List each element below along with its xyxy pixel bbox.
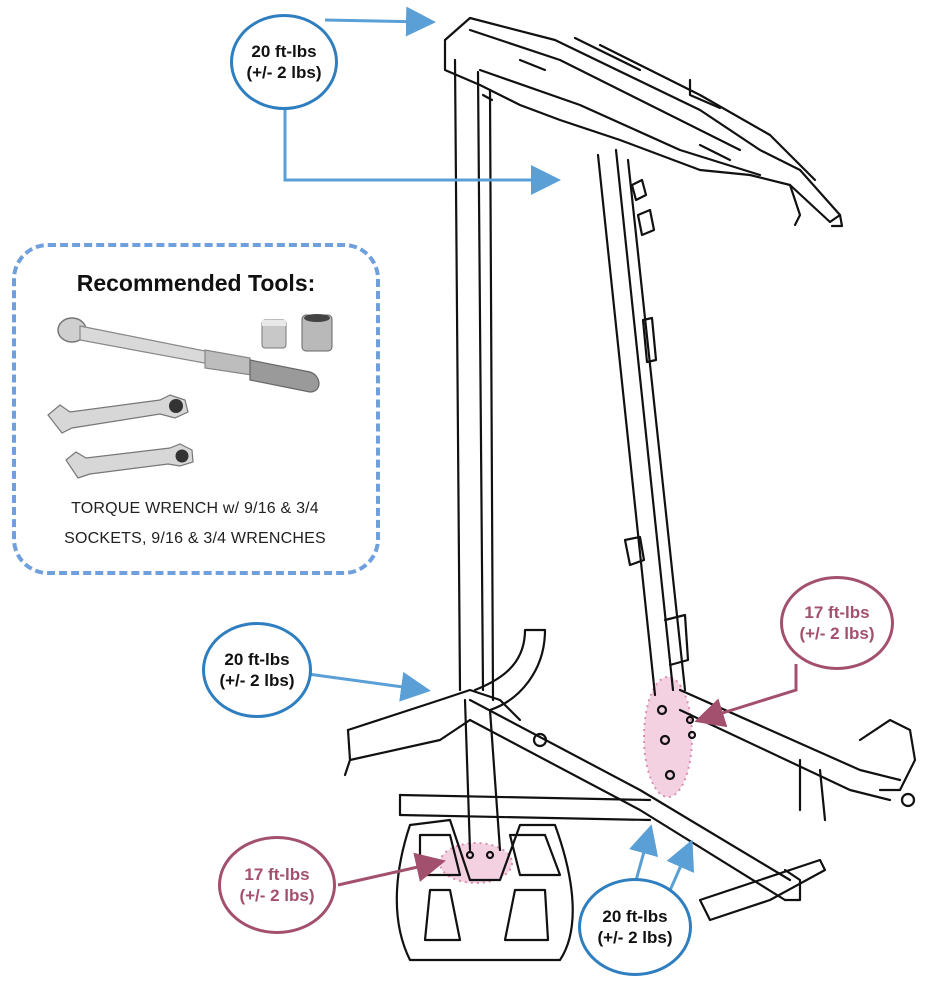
torque-tolerance: (+/- 2 lbs) [246,63,322,82]
tools-title: Recommended Tools: [76,270,316,296]
torque-arrows [283,6,798,896]
torque-value: 17 ft-lbs [804,602,870,622]
torque-tolerance: (+/- 2 lbs) [239,886,315,905]
torque-value: 17 ft-lbs [244,864,310,884]
bolt-highlight-bottom [439,842,513,884]
torque-value: 20 ft-lbs [602,906,668,926]
torque-tolerance: (+/- 2 lbs) [799,624,875,643]
recommended-tools-box [12,243,380,575]
torque-callout-bottom-right: 20 ft-lbs (+/- 2 lbs) [578,878,692,976]
wrench-icon [47,394,194,479]
tools-caption-line2: SOCKETS, 9/16 & 3/4 WRENCHES [64,530,326,547]
torque-wrench-icon [57,317,320,393]
torque-value: 20 ft-lbs [251,41,317,61]
torque-tolerance: (+/- 2 lbs) [597,928,673,947]
torque-callout-bottom-left: 17 ft-lbs (+/- 2 lbs) [218,836,336,934]
torque-callout-top: 20 ft-lbs (+/- 2 lbs) [230,14,338,110]
socket-icon [261,314,333,352]
tools-caption-line1: TORQUE WRENCH w/ 9/16 & 3/4 [71,500,319,517]
tools-illustration [47,314,333,479]
torque-callout-right-mid: 17 ft-lbs (+/- 2 lbs) [780,576,894,670]
torque-value: 20 ft-lbs [224,649,290,669]
torque-callout-left-mid: 20 ft-lbs (+/- 2 lbs) [202,622,312,718]
torque-tolerance: (+/- 2 lbs) [219,671,295,690]
